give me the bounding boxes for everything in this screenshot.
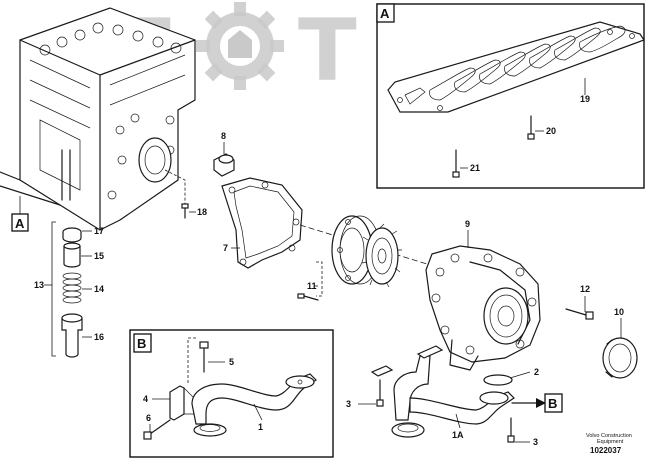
callout-1: 1 <box>258 422 263 432</box>
watermark: T T <box>112 1 357 101</box>
callout-10: 10 <box>614 307 624 317</box>
svg-text:A: A <box>380 6 390 21</box>
dowel-pin-part-8 <box>213 153 235 177</box>
callout-7: 7 <box>223 243 228 253</box>
brand-line-2: Equipment <box>597 439 624 445</box>
detail-box-a: A 19 20 <box>376 3 645 189</box>
bolt-part-3-right <box>507 417 515 443</box>
sleeve-part-15 <box>63 242 81 268</box>
leader-1 <box>253 403 263 421</box>
spring-part-14 <box>62 272 82 304</box>
callout-18: 18 <box>197 207 207 217</box>
pin-part-11 <box>316 261 323 297</box>
leader-1a <box>455 413 461 429</box>
brand-line-1: Volvo Construction <box>586 433 632 439</box>
bolt-part-5 <box>199 341 209 373</box>
suction-pipe-part-1 <box>191 373 317 437</box>
leader-2 <box>509 371 531 379</box>
oil-pan-gasket-part-19 <box>387 21 645 113</box>
svg-text:B: B <box>137 336 146 351</box>
bolt-near-11 <box>297 293 319 301</box>
svg-text:A: A <box>15 216 25 231</box>
callout-11: 11 <box>307 281 317 291</box>
callout-17: 17 <box>94 226 104 236</box>
footer-brand: Volvo Construction Equipment 1022037 <box>586 433 632 455</box>
callout-14: 14 <box>94 284 104 294</box>
gear-wheel <box>361 223 402 288</box>
callout-8: 8 <box>221 131 226 141</box>
callout-12: 12 <box>580 284 590 294</box>
callout-5: 5 <box>229 357 234 367</box>
callout-19: 19 <box>580 94 590 104</box>
bolt-part-6 <box>143 419 171 440</box>
bolt-part-20 <box>527 115 535 140</box>
callout-9: 9 <box>465 219 470 229</box>
callout-16: 16 <box>94 332 104 342</box>
reference-box-a: A <box>11 213 29 232</box>
reference-arrow-b: B <box>511 393 563 413</box>
callout-6: 6 <box>146 413 151 423</box>
valve-stack: 13 17 15 14 16 <box>34 221 104 358</box>
callout-21: 21 <box>470 163 480 173</box>
svg-text:B: B <box>548 396 557 411</box>
bolt-part-3-left <box>376 379 384 407</box>
seal-ring-part-10 <box>602 337 638 379</box>
pipe-part-1a <box>370 345 515 438</box>
callout-13: 13 <box>34 280 44 290</box>
callout-3-left: 3 <box>346 399 351 409</box>
bolt-part-21 <box>452 149 460 178</box>
callout-2: 2 <box>534 367 539 377</box>
detail-box-b: B 5 4 1 6 <box>129 329 334 458</box>
callout-15: 15 <box>94 251 104 261</box>
dashed-bracket-b <box>187 337 196 384</box>
document-number: 1022037 <box>590 446 622 455</box>
callout-3-right: 3 <box>533 437 538 447</box>
callout-4: 4 <box>143 394 148 404</box>
bolt-part-12 <box>565 308 594 320</box>
alignment-dashed-line <box>164 169 186 205</box>
oil-pump-housing-part-9 <box>425 245 541 371</box>
engine-block-illustration <box>0 7 196 231</box>
watermark-gear-icon <box>196 2 284 90</box>
timing-cover-part-7 <box>221 177 303 269</box>
cap-part-17 <box>62 227 82 243</box>
callout-20: 20 <box>546 126 556 136</box>
plunger-part-16 <box>61 313 83 358</box>
watermark-letter-right: T <box>298 1 357 101</box>
callout-1a: 1A <box>452 430 464 440</box>
bolt-part-18 <box>181 203 189 219</box>
bracket-part-4 <box>169 385 197 421</box>
